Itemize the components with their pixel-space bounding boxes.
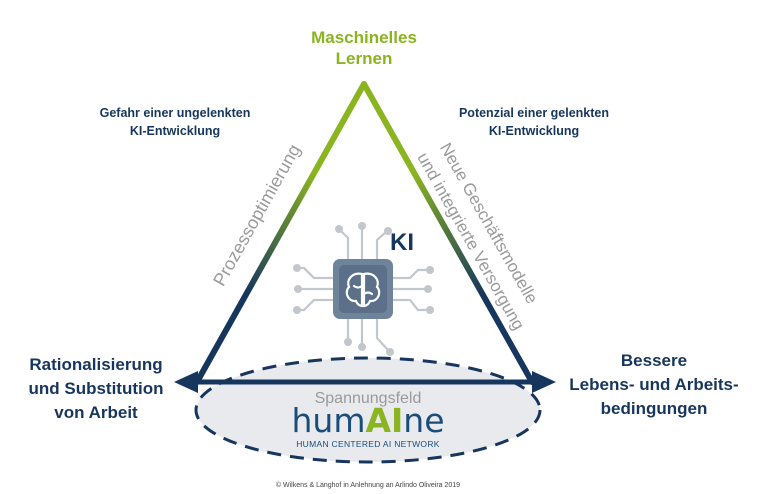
left-corner-label-line1: Rationalisierung	[29, 355, 162, 374]
copyright: © Wilkens & Langhof in Anlehnung an Arli…	[276, 481, 460, 489]
logo-part3: ne	[403, 401, 444, 440]
ai-chip-brain-icon	[293, 222, 434, 356]
logo-part2: AI	[365, 401, 403, 440]
right-top-label-line1: Potenzial einer gelenkten	[459, 106, 609, 120]
triangle-left-side	[194, 81, 367, 385]
left-corner-label-line3: von Arbeit	[54, 403, 138, 422]
right-corner-label-line2: Lebens- und Arbeits-	[569, 375, 738, 394]
left-corner-label-line2: und Substitution	[28, 379, 163, 398]
left-top-label-line1: Gefahr einer ungelenkten	[100, 106, 251, 120]
triangle-right-side	[361, 81, 535, 385]
ellipse-label: Spannungsfeld	[315, 390, 422, 407]
right-top-label-line2: KI-Entwicklung	[489, 124, 579, 138]
logo-subtitle: HUMAN CENTERED AI NETWORK	[296, 439, 440, 449]
top-label-line1: Maschinelles	[311, 28, 417, 47]
arrow-left-icon	[174, 371, 198, 393]
right-corner-label-line3: bedingungen	[601, 399, 708, 418]
logo-part1: hum	[291, 401, 365, 440]
center-label: KI	[390, 229, 414, 256]
arrow-right-icon	[532, 371, 556, 393]
top-label-line2: Lernen	[336, 49, 393, 68]
humaine-logo: humAIne	[291, 401, 444, 440]
right-corner-label-line1: Bessere	[621, 351, 687, 370]
left-top-label-line2: KI-Entwicklung	[130, 124, 220, 138]
